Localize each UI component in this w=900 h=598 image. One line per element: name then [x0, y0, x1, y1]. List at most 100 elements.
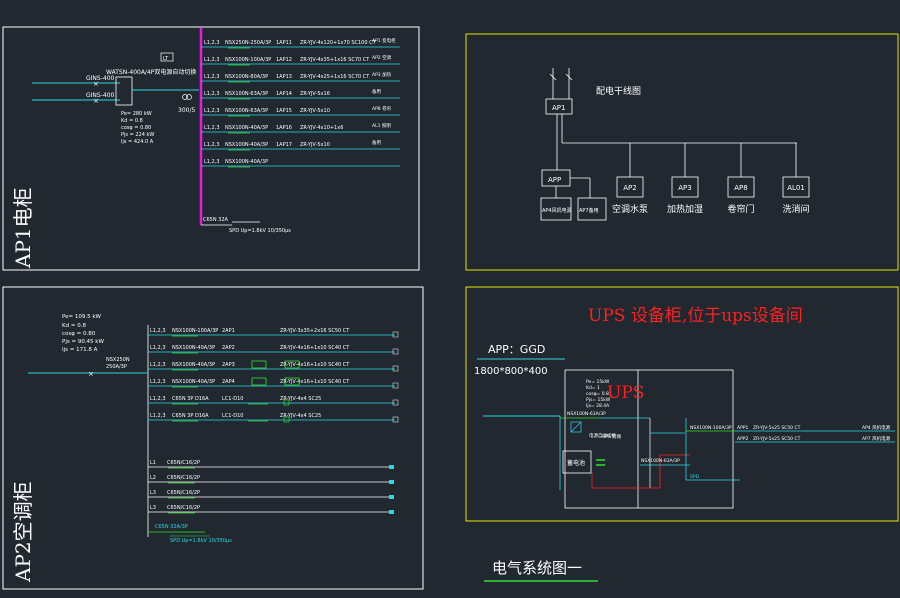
- ap1-side-title: AP1电柜: [11, 187, 35, 269]
- circuit-phase: L1,2,3: [150, 379, 166, 385]
- circuit-cable: ZR-YJV-4x16+1x10 SC40 CT: [280, 379, 350, 385]
- circuit-breaker: NSX100N-100A/3P: [225, 57, 271, 63]
- circuit-cable: ZR-YJV-4x4 SC25: [280, 413, 321, 419]
- circuit-cable: ZR-YJV-4x10+1x6: [300, 125, 343, 131]
- riser-sub-label: AP4风机电源: [542, 207, 572, 214]
- breaker-symbol: ×: [88, 370, 94, 378]
- svg-text:cosφ = 0.80: cosφ = 0.80: [62, 331, 96, 337]
- circuit-phase: L3: [150, 505, 156, 511]
- circuit-code: 1AP15: [276, 108, 292, 114]
- circuit-phase: L1,2,3: [150, 345, 166, 351]
- riser-box-ap4: [540, 197, 572, 221]
- ups-in-breaker: NSX100N-63A/3P: [567, 411, 606, 417]
- circuit-load: AP3 加热: [372, 71, 392, 78]
- breaker-symbol: ×: [93, 97, 99, 105]
- ap1-incoming-1: GINS-400: [86, 75, 115, 82]
- circuit-breaker: C65N 3P D16A: [172, 413, 209, 419]
- ups-panel: UPS 设备柜,位于ups设备间 APP：GGD 1800*800*400 UP…: [465, 286, 899, 522]
- ap2-side-title: AP2空调柜: [11, 481, 35, 583]
- circuit-load: AP4 风机电源: [862, 424, 891, 431]
- svg-text:cosφ = 0.80: cosφ = 0.80: [121, 125, 151, 131]
- circuit-load: 备用: [372, 139, 381, 146]
- svg-text:Ijs = 424.0 A: Ijs = 424.0 A: [121, 139, 154, 145]
- svg-text:Ijs= 28.4A: Ijs= 28.4A: [586, 403, 610, 409]
- circuit-code: LC1-D10: [222, 413, 243, 419]
- ap1-spd-note: SPD Up=1.8kV 10/350μs: [229, 228, 291, 234]
- ups-label: UPS: [607, 383, 644, 403]
- riser-title: 配电干线图: [596, 85, 641, 97]
- svg-text:Pe= 15kW: Pe= 15kW: [586, 379, 610, 385]
- ups-note2: UPS 旁路: [602, 433, 622, 440]
- svg-text:APP: APP: [548, 176, 561, 184]
- ap2-main-breaker: NSX250N 250A/3P: [106, 357, 131, 370]
- ups-spd: SPD: [690, 474, 700, 480]
- riser-box-label: 加热加湿: [667, 203, 703, 215]
- svg-text:Pjs= 15kW: Pjs= 15kW: [586, 397, 611, 403]
- circuit-code: LC1-D10: [222, 396, 243, 402]
- svg-text:Kd = 0.8: Kd = 0.8: [62, 323, 86, 329]
- riser-box-ap1: [545, 98, 573, 115]
- ups-frame: [465, 286, 899, 522]
- circuit-breaker: NSX100N-63A/3P: [225, 91, 268, 97]
- ups-app-label: APP：GGD: [488, 343, 545, 356]
- circuit-phase: L1,2,3: [150, 328, 166, 334]
- circuit-phase: L1,2,3: [204, 57, 220, 63]
- circuit-breaker: C65N/C16/2P: [167, 505, 200, 511]
- circuit-breaker: NSX250N-250A/3P: [225, 40, 271, 46]
- ap1-meter: 300/5: [178, 107, 195, 114]
- ups-dimension: 1800*800*400: [474, 366, 548, 377]
- battery-box: [562, 450, 592, 474]
- ap1-panel: AP1电柜 GINS-400 GINS-400 × × WATSN-400A/4…: [2, 26, 420, 271]
- circuit-code: 1AP14: [276, 91, 292, 97]
- circuit-load: 备用: [372, 88, 381, 95]
- ups-bypass: NSX100N-63A/3P: [641, 458, 680, 464]
- riser-box-tag: AP2: [623, 184, 636, 192]
- ups-params: Pe= 15kW Kd= 1 cosφ= 0.8 Pjs= 15kW Ijs= …: [586, 379, 611, 409]
- circuit-phase: L1,2,3: [204, 40, 220, 46]
- circuit-load: AP7 风机电源: [862, 435, 891, 442]
- circuit-breaker: NSX100N-40A/3P: [225, 125, 268, 131]
- riser-sub-label: AP7备用: [579, 207, 599, 214]
- circuit-load: AP1 变电柜: [372, 37, 396, 44]
- circuit-code: 2AP2: [222, 345, 235, 351]
- circuit-load: AL1 照明: [372, 123, 391, 129]
- circuit-breaker: NSX100N-40A/3P: [172, 345, 215, 351]
- svg-text:Pe= 109.5 kW: Pe= 109.5 kW: [62, 314, 102, 320]
- circuit-cable: ZR-YJV-5x10: [300, 142, 330, 148]
- svg-text:Pjs = 224 kW: Pjs = 224 kW: [121, 132, 154, 138]
- circuit-cable: ZR-YJV-3x35+2x16 SC50 CT: [280, 328, 350, 334]
- riser-frame: [465, 33, 899, 271]
- circuit-cable: ZR-YJV-5x25 SC50 CT: [753, 425, 801, 431]
- circuit-cable: ZR-YJV-4x4 SC25: [280, 396, 321, 402]
- breaker-symbol: ×: [93, 80, 99, 88]
- svg-text:Kd= 1: Kd= 1: [586, 385, 600, 391]
- svg-text:蓄电池: 蓄电池: [567, 459, 585, 467]
- circuit-cable: ZR-YJV-5x25 SC50 CT: [753, 436, 801, 442]
- riser-box-ap7: [577, 197, 607, 221]
- riser-box-tag: AP8: [734, 184, 747, 192]
- ups-cabinet: [564, 369, 734, 509]
- circuit-load: AP2 空调: [372, 54, 392, 61]
- svg-text:Pjs = 90.45 kW: Pjs = 90.45 kW: [62, 339, 104, 345]
- svg-text:cosφ= 0.8: cosφ= 0.8: [586, 391, 609, 397]
- circuit-breaker: NSX100N-40A/3P: [172, 379, 215, 385]
- riser-box-tag: AL01: [787, 184, 805, 192]
- cabinet-tag: LT: [163, 56, 169, 62]
